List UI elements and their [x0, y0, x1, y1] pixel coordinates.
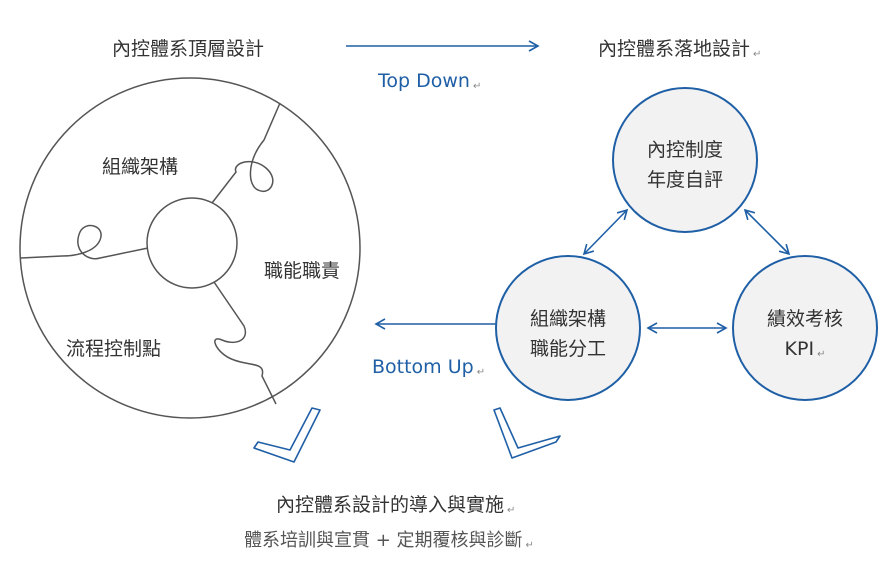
- puzzle-seam-bottom: [213, 281, 277, 405]
- puzzle-center-circle: [146, 197, 238, 289]
- circle-performance-kpi: [732, 255, 878, 401]
- org-structure-line1: 組織架構: [529, 308, 606, 330]
- self-assessment-line2: 年度自評: [646, 169, 723, 191]
- paragraph-mark-icon: ↵: [507, 505, 516, 516]
- puzzle-seam-left: [20, 224, 149, 260]
- performance-line1: 績效考核: [766, 308, 843, 330]
- arrow-top-left: [582, 208, 629, 256]
- cycle-arrows: [582, 208, 791, 334]
- chevron-right: [493, 407, 561, 459]
- puzzle-label-control-points: 流程控制點: [66, 338, 162, 360]
- puzzle-label-responsibilities: 職能職責: [264, 260, 341, 282]
- paragraph-mark-icon: ↵: [753, 49, 762, 60]
- self-assessment-line1: 內控制度: [646, 139, 723, 161]
- paragraph-mark-icon: ↵: [525, 540, 534, 551]
- puzzle-ring: [19, 77, 361, 419]
- top-level-design-title: 內控體系頂層設計: [112, 38, 265, 60]
- puzzle-seam-top: [211, 102, 281, 204]
- puzzle-outer-circle: [19, 77, 361, 419]
- bottom-up-label: Bottom Up↵: [372, 356, 486, 378]
- puzzle-label-org-structure: 組織架構: [102, 156, 179, 178]
- arrow-top-right: [743, 208, 791, 256]
- performance-line2: KPI↵: [784, 338, 826, 360]
- top-down-label: Top Down↵: [378, 70, 482, 92]
- circle-org-structure: [495, 255, 641, 401]
- cycle-circles: [495, 87, 878, 401]
- implementation-design-title: 內控體系落地設計↵: [598, 38, 762, 60]
- implementation-caption: 內控體系設計的導入與實施↵: [276, 494, 516, 516]
- org-structure-line2: 職能分工: [529, 338, 606, 360]
- chevron-left: [253, 407, 321, 463]
- training-review-caption: 體系培訓與宣貫 + 定期覆核與診斷↵: [244, 530, 534, 551]
- cycle-label-performance: 績效考核 KPI↵: [733, 304, 877, 370]
- paragraph-mark-icon: ↵: [476, 367, 486, 378]
- cycle-label-org-structure: 組織架構 職能分工: [496, 304, 640, 364]
- circle-annual-self-assessment: [612, 87, 758, 233]
- paragraph-mark-icon: ↵: [472, 81, 482, 92]
- cycle-label-self-assessment: 內控制度 年度自評: [613, 135, 757, 195]
- paragraph-mark-icon: ↵: [817, 349, 826, 360]
